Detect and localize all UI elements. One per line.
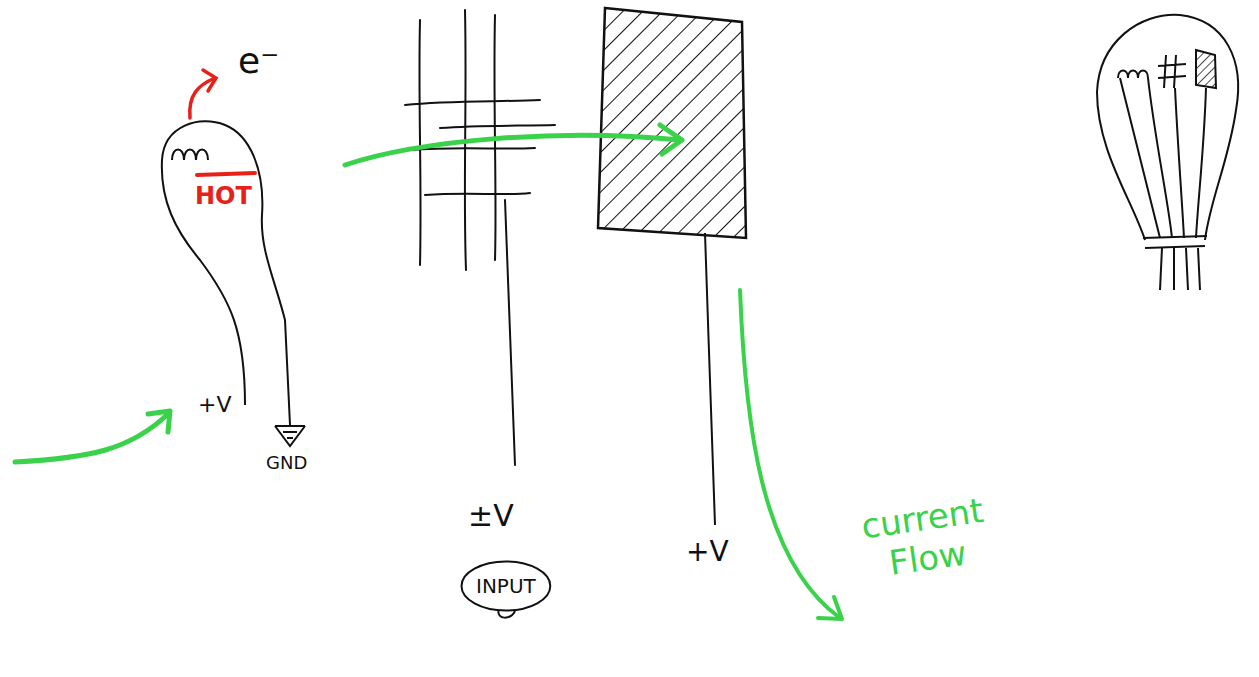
node-outline: [155, 115, 305, 430]
ground-triangle: [275, 426, 305, 446]
tube-grid: [1158, 55, 1186, 88]
cathode-outline: [162, 121, 290, 425]
arrow-head: [818, 597, 842, 619]
electron-arrow: [190, 70, 216, 118]
tube-pins: [1160, 248, 1200, 290]
node-text: INPUT: [476, 574, 536, 598]
grid-wire: [419, 20, 420, 265]
tube-wire: [1175, 88, 1184, 238]
plate-anode: [598, 8, 746, 238]
terminal-label: +V: [686, 535, 729, 568]
label-text: current Flow: [859, 490, 986, 583]
terminal-label: e⁻: [238, 40, 279, 81]
terminal-label: +V: [198, 392, 231, 417]
arrow-shaft: [15, 414, 168, 462]
tube-base: [1143, 236, 1207, 248]
current-arrow: [740, 290, 842, 619]
tube-plate: [1196, 50, 1216, 88]
ground-bar: [283, 431, 297, 433]
ground-bar: [287, 437, 293, 439]
grid-group: [405, 10, 555, 465]
node-text: HOT: [195, 182, 305, 210]
grid-wire: [425, 193, 530, 195]
grid-lead: [505, 200, 515, 465]
ground-bar: [275, 425, 305, 427]
ground-symbol: [275, 426, 305, 446]
arrow-head: [660, 125, 682, 154]
arrow-head: [203, 70, 216, 91]
label-text: +V: [686, 535, 729, 568]
cathode-filament: HOT: [155, 115, 305, 430]
plate-lead: [705, 233, 715, 525]
label-text: e⁻: [238, 40, 279, 81]
tube-wire: [1120, 78, 1172, 238]
hot-bar: [197, 173, 255, 175]
terminal-label: ±V: [468, 498, 514, 533]
arrow-shaft: [740, 290, 840, 618]
bubble-tail: [498, 610, 515, 618]
grid-wire: [405, 100, 540, 105]
label-text: ±V: [468, 498, 514, 533]
terminal-label: GND: [266, 452, 307, 473]
tube-filament: [1118, 71, 1148, 79]
filament-coil: [172, 150, 208, 161]
small-tube-icon: [1097, 15, 1238, 290]
tube-envelope: [1097, 15, 1238, 240]
supply-arrow: [15, 411, 170, 462]
label-text: GND: [266, 452, 307, 473]
flow-arrow: [345, 125, 682, 165]
arrow-head: [148, 411, 170, 432]
flow-note: current Flow: [845, 488, 1005, 588]
input-outline: [462, 562, 551, 611]
label-text: +V: [198, 392, 231, 417]
arrow-shaft: [345, 135, 680, 165]
tube-wire: [1196, 88, 1206, 238]
grid-wire: [440, 125, 555, 128]
input-bubble: INPUT: [460, 560, 552, 612]
